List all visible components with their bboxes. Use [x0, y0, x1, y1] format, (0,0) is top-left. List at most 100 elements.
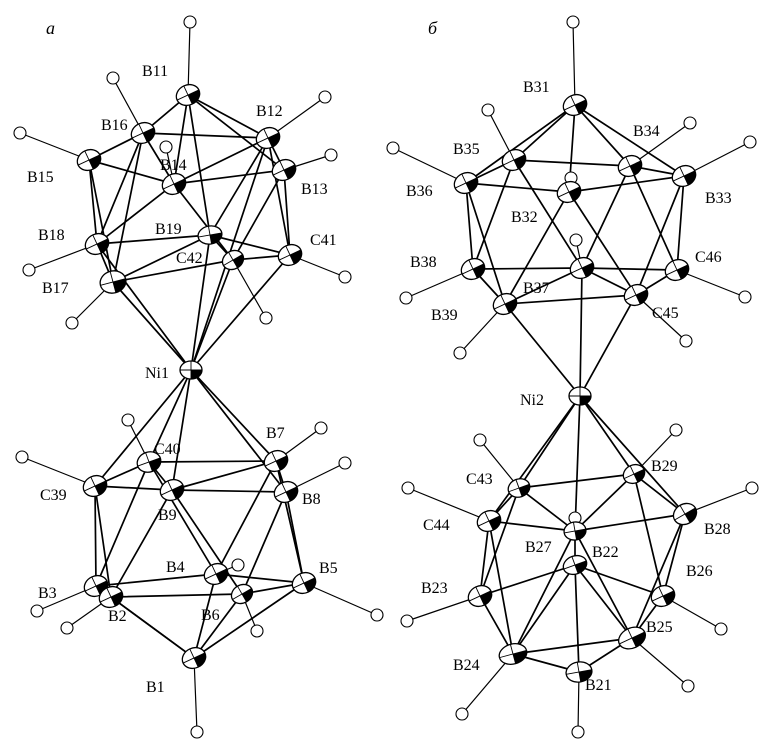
bond-b27-b24 [512, 530, 576, 655]
bond-b14-c42 [173, 183, 234, 261]
bond-b11-b19 [187, 94, 211, 236]
hydrogen-bond-b-20 [631, 637, 689, 687]
bond-b14-b18 [96, 183, 175, 245]
bond-b11-b13 [187, 94, 285, 171]
atom-octant [632, 632, 646, 648]
atom-axis [572, 522, 578, 540]
hydrogen-layer [13, 15, 759, 739]
atom-c43 [507, 478, 531, 498]
hydrogen-atom-a-13 [15, 450, 29, 464]
hydrogen-atom-a-18 [190, 725, 204, 739]
bond-b4-b3 [95, 573, 217, 587]
atom-octant [191, 370, 202, 379]
bond-b29-b27 [574, 473, 635, 532]
bond-c43-b23 [479, 487, 520, 597]
bond-ni2-b28 [579, 395, 686, 515]
atom-axis [509, 150, 519, 170]
atom-b7 [263, 449, 289, 473]
atom-label-b7: B7 [266, 425, 285, 442]
atom-b28 [672, 502, 698, 526]
bond-b12-c41 [267, 137, 291, 256]
bond-c44-b23 [479, 520, 490, 597]
bond-b17-c42 [112, 259, 234, 283]
bond-b32-b39 [504, 191, 570, 305]
atom-axis [627, 628, 637, 648]
atom-axis [145, 452, 153, 472]
atom-axis [515, 479, 523, 497]
atoms-layer [76, 83, 698, 683]
atom-label-c43: C43 [466, 471, 493, 488]
atom-octant [685, 508, 697, 523]
atom-axis [461, 173, 471, 193]
bond-b36-b32 [465, 182, 570, 193]
bond-c44-b27 [488, 520, 576, 532]
atom-label-b3: B3 [38, 585, 57, 602]
hydrogen-bond-b-14 [407, 487, 490, 522]
atom-b4 [203, 562, 229, 586]
atom-axis [138, 123, 148, 143]
atom-label-b17: B17 [42, 280, 69, 297]
atom-label-b26: B26 [686, 563, 713, 580]
hydrogen-atom-a-16 [30, 604, 44, 618]
bond-ni1-c40 [148, 369, 192, 463]
atom-b15 [76, 148, 102, 172]
atom-axis [679, 166, 689, 186]
bonds-layer [88, 94, 686, 673]
atom-axis [625, 156, 635, 176]
hydrogen-atom-b-5 [743, 135, 757, 149]
bond-b12-b14 [173, 137, 269, 185]
hydrogen-atom-a-19 [250, 624, 264, 638]
atom-octant [210, 232, 222, 244]
atom-axis [281, 482, 291, 502]
atom-label-b27: B27 [525, 539, 552, 556]
atom-axis [92, 234, 102, 254]
atom-label-c40: C40 [154, 441, 181, 458]
bond-b22-b26 [574, 564, 664, 597]
atom-axis [106, 587, 116, 607]
bond-b32-c45 [568, 191, 637, 296]
atom-label-b37: B37 [523, 280, 550, 297]
atom-label-c41: C41 [310, 232, 337, 249]
bond-b18-b19 [96, 234, 211, 245]
hydrogen-atom-b-12 [473, 433, 487, 447]
bond-b34-c46 [629, 165, 678, 271]
atom-b27 [563, 521, 587, 541]
atom-label-ni2: Ni2 [520, 392, 544, 409]
atom-axis [484, 511, 494, 531]
bond-c43-b29 [518, 473, 635, 489]
atom-c45 [623, 283, 649, 307]
hydrogen-atom-a-5 [324, 148, 338, 162]
bond-ni2-b37 [579, 267, 583, 397]
atom-b2 [98, 585, 124, 609]
hydrogen-bond-b-17 [406, 595, 481, 622]
hydrogen-bond-b-4 [392, 147, 467, 184]
bond-b19-c41 [209, 234, 291, 256]
atom-axis [189, 648, 199, 668]
atom-axis [468, 259, 478, 279]
hydrogen-atom-a-4 [13, 126, 27, 140]
bond-ni2-b29 [579, 395, 635, 475]
hydrogen-atom-a-9 [65, 316, 79, 330]
atom-b39 [492, 292, 518, 316]
bond-c43-b27 [518, 487, 576, 532]
atom-octant [579, 669, 592, 682]
bond-b22-b25 [574, 564, 633, 639]
bond-ni1-b9 [171, 369, 192, 491]
atom-b32 [556, 180, 582, 204]
bond-b33-c46 [676, 175, 685, 271]
atom-label-c46: C46 [695, 249, 722, 266]
bond-ni2-c45 [579, 294, 637, 397]
atom-octant [513, 650, 527, 664]
bond-b9-b8 [171, 489, 287, 493]
atom-axis [91, 576, 101, 596]
bond-ni2-c44 [488, 395, 581, 522]
atom-axis [211, 564, 221, 584]
bond-ni1-c42 [190, 259, 234, 371]
bond-c39-b9 [94, 485, 173, 491]
atom-b33 [671, 164, 697, 188]
bond-b35-b37 [513, 159, 583, 269]
hydrogen-atom-b-14 [401, 481, 415, 495]
hydrogen-atom-b-9 [569, 233, 583, 247]
bond-b31-b35 [513, 104, 576, 161]
